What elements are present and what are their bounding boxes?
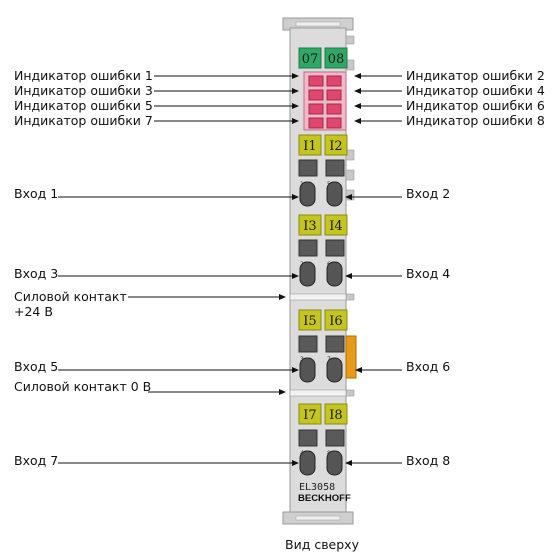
run-led-07: 07 <box>298 47 322 69</box>
channel-i8-label-box <box>324 403 348 425</box>
label-input-6: Вход 6 <box>406 359 450 374</box>
top-clip-slot <box>295 21 341 27</box>
label-input-5: Вход 5 <box>14 359 58 374</box>
channel-i7-label-box <box>298 403 322 425</box>
orange-tab <box>345 335 357 379</box>
terminal-3 <box>299 357 316 383</box>
label-input-4: Вход 4 <box>406 266 450 281</box>
run-led-08: 08 <box>324 47 348 69</box>
error-led-5 <box>308 103 324 115</box>
label-input-7: Вход 7 <box>14 453 58 468</box>
caption: Вид сверху <box>285 537 360 552</box>
power-contact-0v <box>289 389 347 397</box>
left-callouts: Индикатор ошибки 1 Индикатор ошибки 3 Ин… <box>14 68 299 468</box>
label-error-5: Индикатор ошибки 5 <box>14 98 153 113</box>
channel-i7-label: I7 <box>303 408 316 423</box>
label-power-24v-line1: Силовой контакт <box>14 289 127 304</box>
label-error-1: Индикатор ошибки 1 <box>14 68 153 83</box>
label-power-24v-line2: +24 В <box>14 304 53 319</box>
error-led-3 <box>308 89 324 101</box>
label-input-2: Вход 2 <box>406 186 450 201</box>
error-led-1 <box>308 75 324 87</box>
terminal-6 <box>326 261 343 287</box>
bottom-clip-slot <box>295 515 341 521</box>
terminal-8 <box>326 450 343 476</box>
channel-i6-label: I6 <box>329 314 342 329</box>
channel-i5-label-box <box>298 309 322 331</box>
channel-i3-label: I3 <box>303 219 316 234</box>
terminal-4 <box>299 450 316 476</box>
terminal-7 <box>326 357 343 383</box>
terminal-module: 07 08 I1 I2 1 5 <box>282 17 357 525</box>
power-contact-24v <box>289 293 347 301</box>
channel-i3-label-box <box>298 214 322 236</box>
error-led-6 <box>326 103 342 115</box>
label-input-8: Вход 8 <box>406 453 450 468</box>
label-error-4: Индикатор ошибки 4 <box>406 83 545 98</box>
channel-i2-label-box <box>324 134 348 156</box>
terminal-2 <box>299 261 316 287</box>
label-error-8: Индикатор ошибки 8 <box>406 113 545 128</box>
model-label: EL3058 <box>299 482 335 493</box>
terminal-5 <box>326 181 343 207</box>
channel-i1-label-box <box>298 134 322 156</box>
label-power-0v: Силовой контакт 0 В <box>14 379 151 394</box>
channel-i5-label: I5 <box>303 314 316 329</box>
terminal-1 <box>299 181 316 207</box>
label-error-7: Индикатор ошибки 7 <box>14 113 153 128</box>
error-led-2 <box>326 75 342 87</box>
error-led-7 <box>308 117 324 129</box>
label-input-1: Вход 1 <box>14 186 58 201</box>
channel-i4-label: I4 <box>329 219 342 234</box>
brand-label: BECKHOFF <box>298 493 351 504</box>
channel-i2-label: I2 <box>329 139 342 154</box>
channel-i6-label-box <box>324 309 348 331</box>
channel-i8-label: I8 <box>329 408 342 423</box>
channel-group-3: I5 I6 3 7 <box>298 309 357 383</box>
channel-i4-label-box <box>324 214 348 236</box>
label-error-6: Индикатор ошибки 6 <box>406 98 545 113</box>
error-led-4 <box>326 89 342 101</box>
label-error-2: Индикатор ошибки 2 <box>406 68 545 83</box>
label-input-3: Вход 3 <box>14 266 58 281</box>
error-led-panel <box>303 71 347 131</box>
right-callouts: Индикатор ошибки 2 Индикатор ошибки 4 Ин… <box>345 68 545 468</box>
channel-i1-label: I1 <box>303 139 316 154</box>
label-error-3: Индикатор ошибки 3 <box>14 83 153 98</box>
error-led-8 <box>326 117 342 129</box>
channel-group-2: I3 I4 2 6 <box>298 214 348 287</box>
channel-group-1: I1 I2 1 5 <box>298 134 348 207</box>
channel-group-4: I7 I8 4 8 <box>298 403 348 476</box>
run-led-07-label: 07 <box>302 52 319 67</box>
run-led-08-label: 08 <box>328 52 345 67</box>
